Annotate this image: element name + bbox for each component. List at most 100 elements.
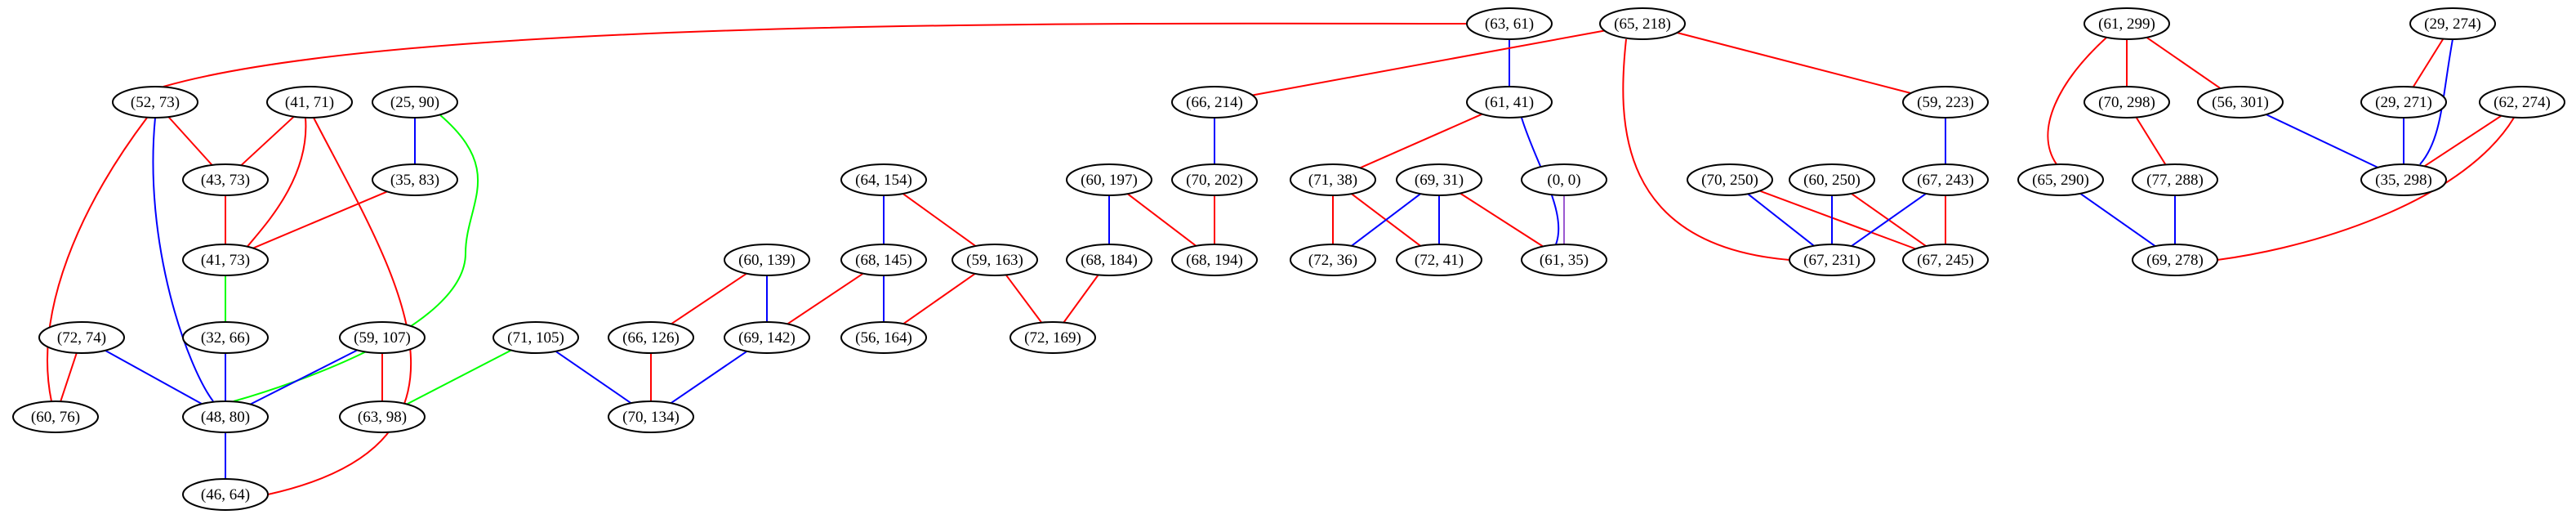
node-ellipse	[2360, 86, 2447, 119]
edge-70_250-to-67_231	[1747, 193, 1815, 247]
node-label: (66, 214)	[1186, 94, 1243, 111]
edge-69_31-to-72_36	[1351, 193, 1421, 247]
node-label: (43, 73)	[201, 172, 250, 189]
node-ellipse	[1066, 163, 1152, 196]
node-ellipse	[1466, 86, 1553, 119]
graph-node: (61, 35)	[1521, 244, 1607, 276]
node-ellipse	[1066, 244, 1152, 276]
node-ellipse	[608, 400, 694, 433]
node-layer: (63, 61)(65, 218)(61, 299)(29, 274)(52, …	[12, 7, 2565, 511]
graph-node: (70, 134)	[608, 400, 694, 433]
node-label: (68, 145)	[855, 252, 912, 269]
node-ellipse	[1290, 244, 1376, 276]
node-label: (65, 218)	[1614, 16, 1671, 33]
node-ellipse	[1521, 163, 1607, 196]
edge-60_197-to-68_194	[1126, 193, 1197, 247]
node-ellipse	[12, 400, 99, 433]
graph-node: (59, 107)	[339, 321, 426, 354]
node-ellipse	[2132, 163, 2218, 196]
node-label: (71, 105)	[507, 329, 564, 347]
graph-node: (65, 218)	[1599, 7, 1686, 40]
graph-node: (69, 31)	[1396, 163, 1482, 196]
graph-node: (67, 243)	[1902, 163, 1989, 196]
node-ellipse	[1396, 163, 1482, 196]
node-label: (69, 31)	[1415, 172, 1464, 189]
node-label: (46, 64)	[201, 486, 250, 503]
edge-29_274-to-35_298	[2419, 38, 2453, 165]
node-ellipse	[840, 163, 927, 196]
node-label: (67, 231)	[1803, 252, 1861, 269]
node-label: (59, 163)	[966, 252, 1023, 269]
edge-layer	[47, 22, 2515, 495]
graph-node: (46, 64)	[182, 478, 269, 511]
node-label: (59, 223)	[1917, 94, 1974, 111]
edge-41_71-to-43_73	[240, 115, 295, 167]
node-label: (72, 41)	[1415, 252, 1464, 269]
edge-63_61-to-52_73	[163, 22, 1468, 87]
node-label: (68, 194)	[1186, 252, 1243, 269]
edge-35_83-to-41_73	[252, 190, 388, 249]
graph-node: (29, 271)	[2360, 86, 2447, 119]
node-ellipse	[1521, 244, 1607, 276]
edge-72_74-to-48_80	[105, 349, 203, 405]
graph-node: (66, 126)	[608, 321, 694, 354]
node-label: (35, 83)	[390, 172, 439, 189]
graph-node: (72, 169)	[1009, 321, 1096, 354]
edge-59_107-to-48_80	[250, 349, 358, 405]
node-label: (56, 301)	[2212, 94, 2269, 111]
node-ellipse	[2084, 7, 2170, 40]
node-ellipse	[1902, 163, 1989, 196]
edge-65_218-to-67_231	[1622, 38, 1790, 261]
node-label: (67, 245)	[1917, 252, 1974, 269]
edge-25_90-to-48_80	[233, 114, 479, 402]
node-label: (67, 243)	[1917, 172, 1974, 189]
graph-node: (66, 214)	[1171, 86, 1258, 119]
graph-node: (25, 90)	[372, 86, 458, 119]
graph-node: (67, 245)	[1902, 244, 1989, 276]
node-label: (72, 36)	[1308, 252, 1357, 269]
graph-node: (52, 73)	[112, 86, 198, 119]
node-label: (61, 299)	[2098, 16, 2155, 33]
node-label: (60, 197)	[1081, 172, 1138, 189]
node-ellipse	[2479, 86, 2565, 119]
node-label: (60, 139)	[738, 252, 796, 269]
node-ellipse	[182, 321, 269, 354]
edge-41_71-to-41_73	[245, 117, 307, 249]
node-label: (77, 288)	[2146, 172, 2204, 189]
graph-node: (35, 83)	[372, 163, 458, 196]
graph-node: (70, 202)	[1171, 163, 1258, 196]
graph-node: (68, 145)	[840, 244, 927, 276]
node-ellipse	[1902, 86, 1989, 119]
node-label: (0, 0)	[1547, 172, 1580, 189]
node-ellipse	[2197, 86, 2284, 119]
edge-64_154-to-59_163	[902, 193, 977, 247]
graph-node: (29, 274)	[2409, 7, 2496, 40]
node-label: (71, 38)	[1308, 172, 1357, 189]
node-ellipse	[266, 86, 353, 119]
edge-65_218-to-59_223	[1677, 32, 1911, 94]
graph-node: (56, 164)	[840, 321, 927, 354]
graph-node: (69, 142)	[724, 321, 810, 354]
edge-68_184-to-72_169	[1063, 274, 1099, 324]
node-ellipse	[1396, 244, 1482, 276]
edge-70_250-to-67_245	[1759, 190, 1916, 250]
graph-node: (48, 80)	[182, 400, 269, 433]
node-label: (64, 154)	[855, 172, 912, 189]
node-ellipse	[1599, 7, 1686, 40]
node-label: (41, 71)	[285, 94, 334, 111]
node-ellipse	[1466, 7, 1553, 40]
graph-node: (60, 197)	[1066, 163, 1152, 196]
node-label: (70, 298)	[2098, 94, 2155, 111]
node-ellipse	[339, 321, 426, 354]
edge-29_274-to-29_271	[2412, 38, 2445, 88]
edge-61_299-to-65_290	[2047, 37, 2107, 165]
node-label: (72, 74)	[57, 329, 106, 347]
graph-node: (67, 231)	[1789, 244, 1875, 276]
edge-72_74-to-60_76	[60, 352, 78, 402]
edge-70_298-to-77_288	[2135, 116, 2167, 166]
node-ellipse	[724, 321, 810, 354]
node-label: (32, 66)	[201, 329, 250, 347]
node-label: (63, 98)	[358, 409, 407, 426]
node-label: (70, 250)	[1701, 172, 1758, 189]
graph-node: (77, 288)	[2132, 163, 2218, 196]
